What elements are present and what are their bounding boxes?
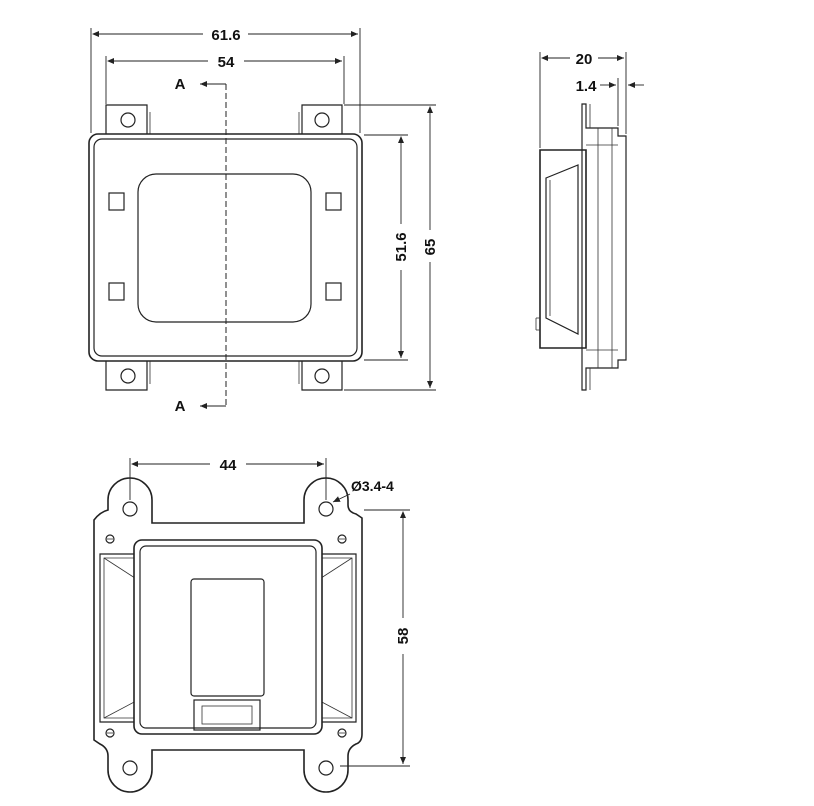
side-housing <box>539 149 587 349</box>
back-mount-hole <box>318 760 334 776</box>
back-mount-hole <box>318 501 334 517</box>
dim-depth-label: 20 <box>576 51 593 68</box>
dim-flange-thickness: 1.4 <box>576 78 644 126</box>
back-mount-hole <box>122 501 138 517</box>
back-mount-hole <box>122 760 138 776</box>
dim-overall-width: 61.6 <box>90 27 361 133</box>
front-view: A A 61.6 54 51.6 <box>88 27 439 415</box>
front-slot <box>108 282 125 301</box>
side-inner-profile <box>545 164 579 335</box>
back-screw <box>105 728 115 738</box>
dim-hole-spacing-label: 54 <box>218 54 235 71</box>
dim-flange-thickness-label: 1.4 <box>576 78 598 95</box>
dim-back-hole-spacing-label: 44 <box>220 457 237 474</box>
front-mount-tab-top-left <box>105 104 151 135</box>
side-flange <box>581 103 627 391</box>
side-view: 20 1.4 <box>535 51 644 391</box>
section-label-top: A <box>175 76 186 93</box>
dim-overall-width-label: 61.6 <box>211 27 240 44</box>
dim-overall-height-label: 65 <box>422 239 439 256</box>
back-connector <box>193 699 261 731</box>
section-label-bottom: A <box>175 398 186 415</box>
back-label-area <box>190 578 265 697</box>
back-screw <box>337 728 347 738</box>
dim-window-height: 51.6 <box>364 134 410 361</box>
back-view: 44 Ø3.4-4 58 <box>93 457 412 793</box>
front-slot <box>325 282 342 301</box>
back-housing <box>133 539 323 735</box>
dim-back-hole-spacing: 44 <box>129 457 327 500</box>
front-mount-tab-bottom-left <box>105 360 151 391</box>
back-housing-inner <box>139 545 317 729</box>
front-mount-tab-top-right <box>298 104 343 135</box>
front-window <box>137 173 312 323</box>
back-screw <box>105 534 115 544</box>
dim-hole-spacing: 54 <box>105 54 345 104</box>
dim-back-height: 58 <box>340 509 412 767</box>
front-slot <box>325 192 342 211</box>
dim-hole-diameter-label: Ø3.4-4 <box>351 478 394 494</box>
dim-hole-diameter: Ø3.4-4 <box>332 478 394 503</box>
dim-overall-height: 65 <box>344 104 439 391</box>
front-slot <box>108 192 125 211</box>
back-screw <box>337 534 347 544</box>
dim-depth: 20 <box>539 51 627 148</box>
front-mount-tab-bottom-right <box>298 360 343 391</box>
dim-back-height-label: 58 <box>395 628 412 645</box>
dim-window-height-label: 51.6 <box>393 232 410 261</box>
